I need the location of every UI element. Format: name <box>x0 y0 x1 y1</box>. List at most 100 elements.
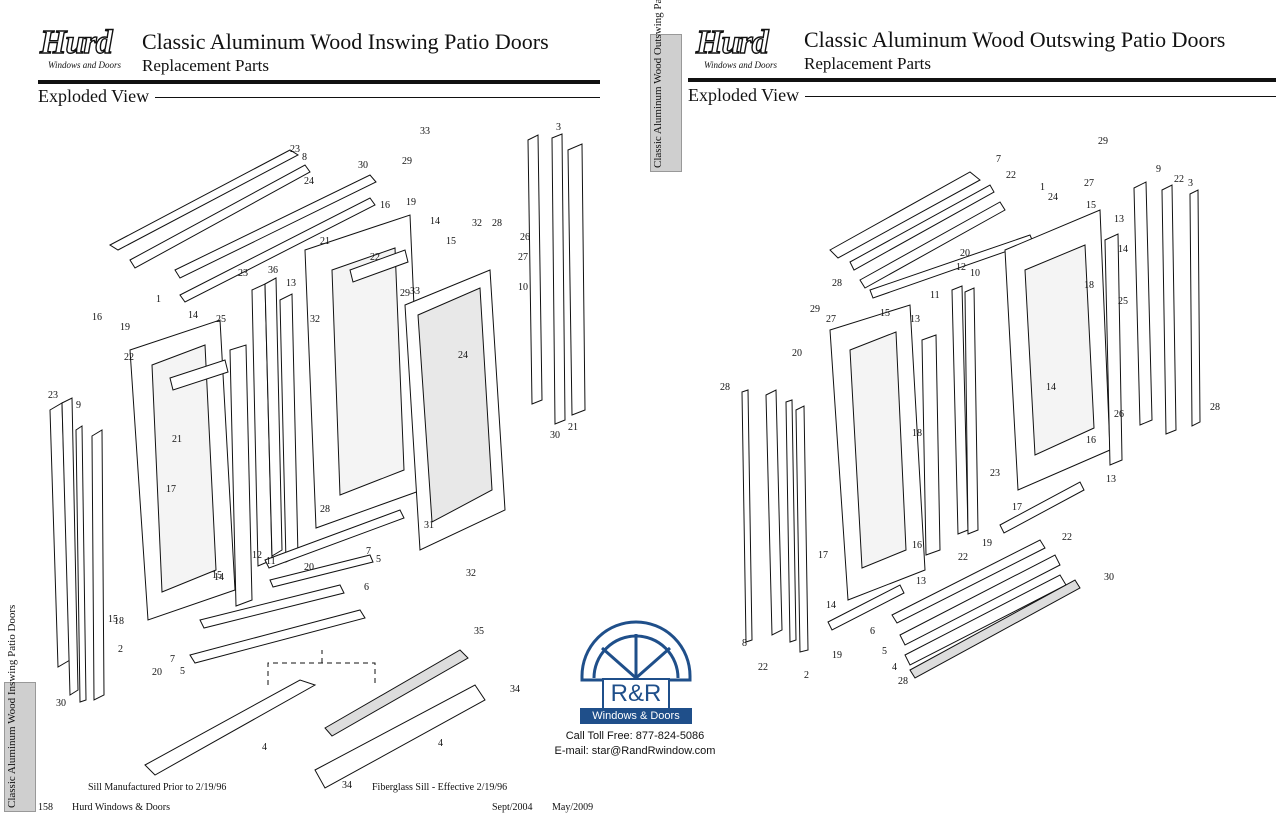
left-top-rail-4 <box>179 197 376 303</box>
left-callout-21: 21 <box>172 434 182 445</box>
left-callout-15: 15 <box>108 614 118 625</box>
right-callout-20: 20 <box>960 248 970 259</box>
right-callout-14: 14 <box>1046 382 1056 393</box>
right-side-tab: Classic Aluminum Wood Outswing Patio Doo… <box>650 0 682 172</box>
left-hurd-logo: Hurd <box>39 24 113 61</box>
rr-phone: Call Toll Free: 877-824-5086 <box>565 730 705 742</box>
right-operable-panel-inner <box>1024 244 1095 456</box>
right-sill-1 <box>891 539 1046 624</box>
left-top-rail-1 <box>108 149 300 251</box>
left-callout-26: 26 <box>520 232 530 243</box>
left-callout-6: 6 <box>364 582 369 593</box>
left-callout-12: 12 <box>252 550 262 561</box>
right-bottom-rail-2 <box>827 584 905 631</box>
left-callout-7: 7 <box>366 546 371 557</box>
left-callout-11: 11 <box>266 556 276 567</box>
right-right-jamb-a <box>1133 181 1153 426</box>
right-callout-28: 28 <box>832 278 842 289</box>
right-callout-7: 7 <box>996 154 1001 165</box>
left-callout-15: 15 <box>446 236 456 247</box>
left-callout-24: 24 <box>458 350 468 361</box>
rr-brand-box: R&R <box>602 678 670 710</box>
right-callout-27: 27 <box>1084 178 1094 189</box>
footer-company: Hurd Windows & Doors <box>72 802 171 813</box>
left-sill-new <box>314 684 486 789</box>
right-page-subtitle: Replacement Parts <box>804 54 931 73</box>
left-callout-28: 28 <box>492 218 502 229</box>
right-callout-30: 30 <box>1104 572 1114 583</box>
right-header-rule <box>688 78 1276 82</box>
right-callout-19: 19 <box>982 538 992 549</box>
left-page-subtitle: Replacement Parts <box>142 56 269 75</box>
right-callout-2: 2 <box>804 670 809 681</box>
rr-email: E-mail: star@RandRwindow.com <box>554 745 716 757</box>
right-callout-13: 13 <box>916 576 926 587</box>
left-callout-16: 16 <box>380 200 390 211</box>
left-callout-33: 33 <box>410 286 420 297</box>
right-callout-29: 29 <box>1098 136 1108 147</box>
left-callout-14: 14 <box>214 572 224 583</box>
right-callout-20: 20 <box>792 348 802 359</box>
right-left-jamb-a <box>741 389 753 643</box>
left-callout-32: 32 <box>466 568 476 579</box>
right-left-jamb-b <box>765 389 783 636</box>
right-callout-6: 6 <box>870 626 875 637</box>
right-callout-28: 28 <box>898 676 908 687</box>
left-right-jamb-a <box>527 134 543 405</box>
right-header: Hurd Windows and Doors Classic Aluminum … <box>692 25 1274 86</box>
left-sill-threshold <box>324 649 469 737</box>
left-callout-7: 7 <box>170 654 175 665</box>
right-callout-22: 22 <box>1174 174 1184 185</box>
left-callout-30: 30 <box>550 430 560 441</box>
left-callout-24: 24 <box>304 176 314 187</box>
left-jamb-d <box>91 429 105 701</box>
left-sill-dashed-bracket <box>267 650 376 685</box>
left-right-jamb-c <box>567 143 586 416</box>
left-page-title: Classic Aluminum Wood Inswing Patio Door… <box>142 29 549 54</box>
left-jamb-b <box>61 397 79 696</box>
rr-arch-window-logo <box>580 620 692 682</box>
left-callout-19: 19 <box>406 197 416 208</box>
left-fixed-panel-inner <box>151 344 217 593</box>
right-callout-5: 5 <box>882 646 887 657</box>
right-top-rail-3 <box>859 201 1006 289</box>
left-bottom-rail-4 <box>189 609 366 664</box>
left-callout-21: 21 <box>568 422 578 433</box>
right-callout-14: 14 <box>826 600 836 611</box>
right-left-jamb-d <box>795 405 809 653</box>
right-sill-2 <box>899 554 1061 646</box>
right-callout-22: 22 <box>1006 170 1016 181</box>
left-callout-14: 14 <box>430 216 440 227</box>
right-callout-22: 22 <box>1062 532 1072 543</box>
right-fixed-panel-inner <box>849 331 907 569</box>
left-top-rail-2 <box>129 164 311 269</box>
rr-tagline: Windows & Doors <box>580 708 692 724</box>
footer-date-2: May/2009 <box>552 802 594 813</box>
right-callout-26: 26 <box>1114 409 1124 420</box>
left-jamb-c <box>75 425 87 703</box>
right-callout-14: 14 <box>1118 244 1128 255</box>
left-header: Hurd Windows and Doors Classic Aluminum … <box>38 24 600 86</box>
right-callout-25: 25 <box>1118 296 1128 307</box>
left-callout-22: 22 <box>124 352 134 363</box>
left-callout-9: 9 <box>76 400 81 411</box>
right-callout-4: 4 <box>892 662 897 673</box>
left-callout-16: 16 <box>92 312 102 323</box>
caption-sill-new: Fiberglass Sill - Effective 2/19/96 <box>372 782 508 793</box>
left-callout-35: 35 <box>474 626 484 637</box>
left-callout-18: 18 <box>114 616 124 627</box>
right-left-jamb-c <box>785 399 797 643</box>
right-sill-4 <box>909 579 1081 679</box>
right-callout-15: 15 <box>880 308 890 319</box>
left-callout-28: 28 <box>320 504 330 515</box>
left-callout-5: 5 <box>180 666 185 677</box>
left-callout-33: 33 <box>420 126 430 137</box>
left-callout-23: 23 <box>290 144 300 155</box>
right-top-rail-2 <box>849 184 995 271</box>
left-mid-jamb-2 <box>264 277 283 557</box>
right-fixed-panel-stile <box>921 334 941 556</box>
left-callout-23: 23 <box>238 268 248 279</box>
left-callout-8: 8 <box>302 152 307 163</box>
right-callout-18: 18 <box>912 428 922 439</box>
